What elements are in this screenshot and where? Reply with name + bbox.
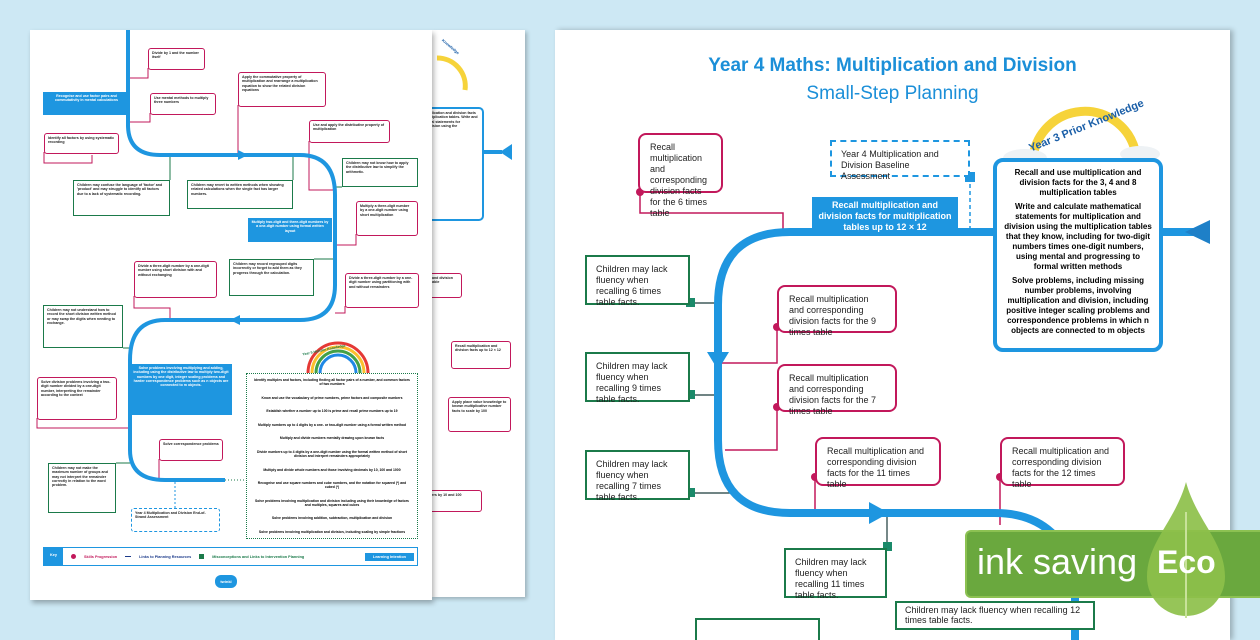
progression-path	[36, 30, 370, 508]
key-bar: Key Skills Progression Links to Planning…	[43, 547, 418, 566]
horizon-item: Identify multiples and factors, includin…	[254, 378, 410, 386]
skill-box: Use mental methods to multiply three num…	[150, 93, 216, 115]
misconception-box: Children may not know how to apply the d…	[342, 158, 418, 187]
leaf-icon	[1147, 482, 1225, 618]
horizon-item: Recognise and use square numbers and cub…	[257, 481, 407, 490]
learning-intention-label: Recall multiplication and division facts…	[812, 197, 958, 235]
key-title: Key	[44, 548, 63, 565]
prior-knowledge-box-partial: Recall and use multiplication and divisi…	[432, 107, 484, 221]
prior-knowledge-item: Solve problems, including missing number…	[1006, 276, 1150, 335]
horizon-item: Multiply and divide whole numbers and th…	[263, 467, 401, 472]
skill-box-partial: Multiply whole numbers by 10 and 100	[432, 490, 482, 512]
misconception-box-7-times: Children may lack fluency when recalling…	[585, 450, 690, 502]
misconception-box: Children may not understand how to recor…	[43, 305, 123, 348]
page-subtitle: Small-Step Planning	[806, 83, 979, 104]
horizon-item: Multiply numbers up to 4 digits by a one…	[257, 422, 407, 427]
prior-knowledge-item: Recall and use multiplication and divisi…	[1014, 168, 1142, 197]
skill-box: Divide a three-digit number by a one-dig…	[134, 261, 217, 298]
learning-intention-label: Multiply two-digit and three-digit numbe…	[248, 218, 332, 242]
horizon-item: Solve problems involving multiplication …	[258, 529, 406, 534]
rainbow-icon	[306, 341, 370, 374]
page-title: Year 4 Maths: Multiplication and Divisio…	[708, 55, 1077, 76]
skill-box-recall: Recall multiplication and division facts…	[451, 341, 511, 369]
skill-box-partial: Recall multiplication and division facts…	[432, 273, 462, 298]
ink-saving-text: ink saving	[977, 541, 1138, 582]
key-intention: Learning Intention	[364, 552, 414, 561]
sun-icon	[436, 55, 468, 91]
prior-knowledge-item: Write and calculate mathematical stateme…	[1004, 202, 1152, 271]
key-links: Links to Planning Resources	[139, 554, 192, 559]
arrow-right-icon	[238, 150, 248, 160]
skill-box: Divide a three-digit number by a one-dig…	[345, 273, 419, 308]
front-page-preview: Divide by 1 and the number itself Recogn…	[30, 30, 432, 600]
baseline-assessment-box: Year 4 Multiplication and Division Basel…	[830, 140, 970, 181]
key-misconceptions: Misconceptions and Links to Intervention…	[212, 554, 305, 559]
main-page-preview: Year 4 Maths: Multiplication and Divisio…	[555, 30, 1230, 640]
eco-text: Eco	[1157, 544, 1216, 580]
skill-box: Divide by 1 and the number itself	[148, 48, 205, 70]
misconception-box-12-times: Children may lack fluency when recalling…	[895, 601, 1095, 630]
skill-box: Solve correspondence problems	[159, 439, 223, 461]
misconception-box-9-times: Children may lack fluency when recalling…	[585, 352, 690, 404]
key-links-icon	[125, 556, 132, 557]
end-assessment-box: Year 4 Multiplication and Division End-o…	[131, 508, 220, 532]
prior-knowledge-box: Recall and use multiplication and divisi…	[993, 158, 1163, 352]
skill-box-place-value: Apply place value knowledge to known mul…	[448, 397, 511, 432]
skill-box: Use and apply the distributive property …	[309, 120, 390, 143]
arrow-left-icon	[230, 315, 240, 325]
misconception-box: Children may revert to written methods w…	[187, 180, 293, 209]
skill-box-11-times: Recall multiplication and corresponding …	[815, 437, 941, 489]
horizon-item: Establish whether a number up to 100 is …	[266, 409, 398, 414]
skill-box: Solve division problems involving a two-…	[37, 377, 117, 420]
misconception-box-partial	[695, 618, 820, 640]
key-skills: Skills Progression	[83, 554, 118, 559]
sun-icon	[1028, 106, 1140, 159]
misconception-box: Children may confuse the language of 'fa…	[73, 180, 170, 216]
horizon-item: Divide numbers up to 4 digits by a one-d…	[257, 449, 407, 458]
progression-path	[636, 106, 1210, 640]
skill-box: Identify all factors by using systematic…	[44, 133, 119, 154]
horizon-item: Solve problems involving multiplication …	[255, 498, 409, 507]
skill-box-12-times: Recall multiplication and corresponding …	[1000, 437, 1125, 489]
skill-box: Apply the commutative property of multip…	[238, 72, 326, 107]
key-skills-icon	[70, 554, 76, 559]
back-page-preview: Knowledge Recall and use multiplication …	[432, 30, 525, 597]
misconception-box-11-times: Children may lack fluency when recalling…	[784, 548, 887, 600]
skill-box-6-times: Recall multiplication and corresponding …	[638, 133, 723, 218]
misconception-box: Children may not make the maximum number…	[48, 463, 116, 513]
arrow-right-icon	[869, 502, 889, 524]
twinkl-logo: twinkl	[215, 575, 237, 588]
horizon-item: Solve problems involving addition, subtr…	[271, 516, 393, 521]
skill-box-9-times: Recall multiplication and corresponding …	[777, 285, 897, 337]
horizon-knowledge-box: Identify multiples and factors, includin…	[246, 373, 418, 539]
skill-box: Multiply a three-digit number by a one-d…	[356, 201, 418, 236]
misconception-box: Children may record regrouped digits inc…	[229, 259, 314, 296]
arrow-left-icon	[500, 144, 512, 160]
horizon-item: Know and use the vocabulary of prime num…	[261, 395, 403, 400]
learning-intention-label: Recognise and use factor pairs and commu…	[43, 92, 130, 115]
arrow-down-icon	[707, 352, 729, 370]
key-misconceptions-icon	[199, 554, 205, 559]
learning-intention-label: Solve problems involving multiplying and…	[130, 364, 232, 415]
skill-box-7-times: Recall multiplication and corresponding …	[777, 364, 897, 416]
arrow-left-icon	[1185, 220, 1210, 244]
misconception-box-6-times: Children may lack fluency when recalling…	[585, 255, 690, 307]
horizon-item: Multiply and divide numbers mentally dra…	[279, 436, 385, 441]
